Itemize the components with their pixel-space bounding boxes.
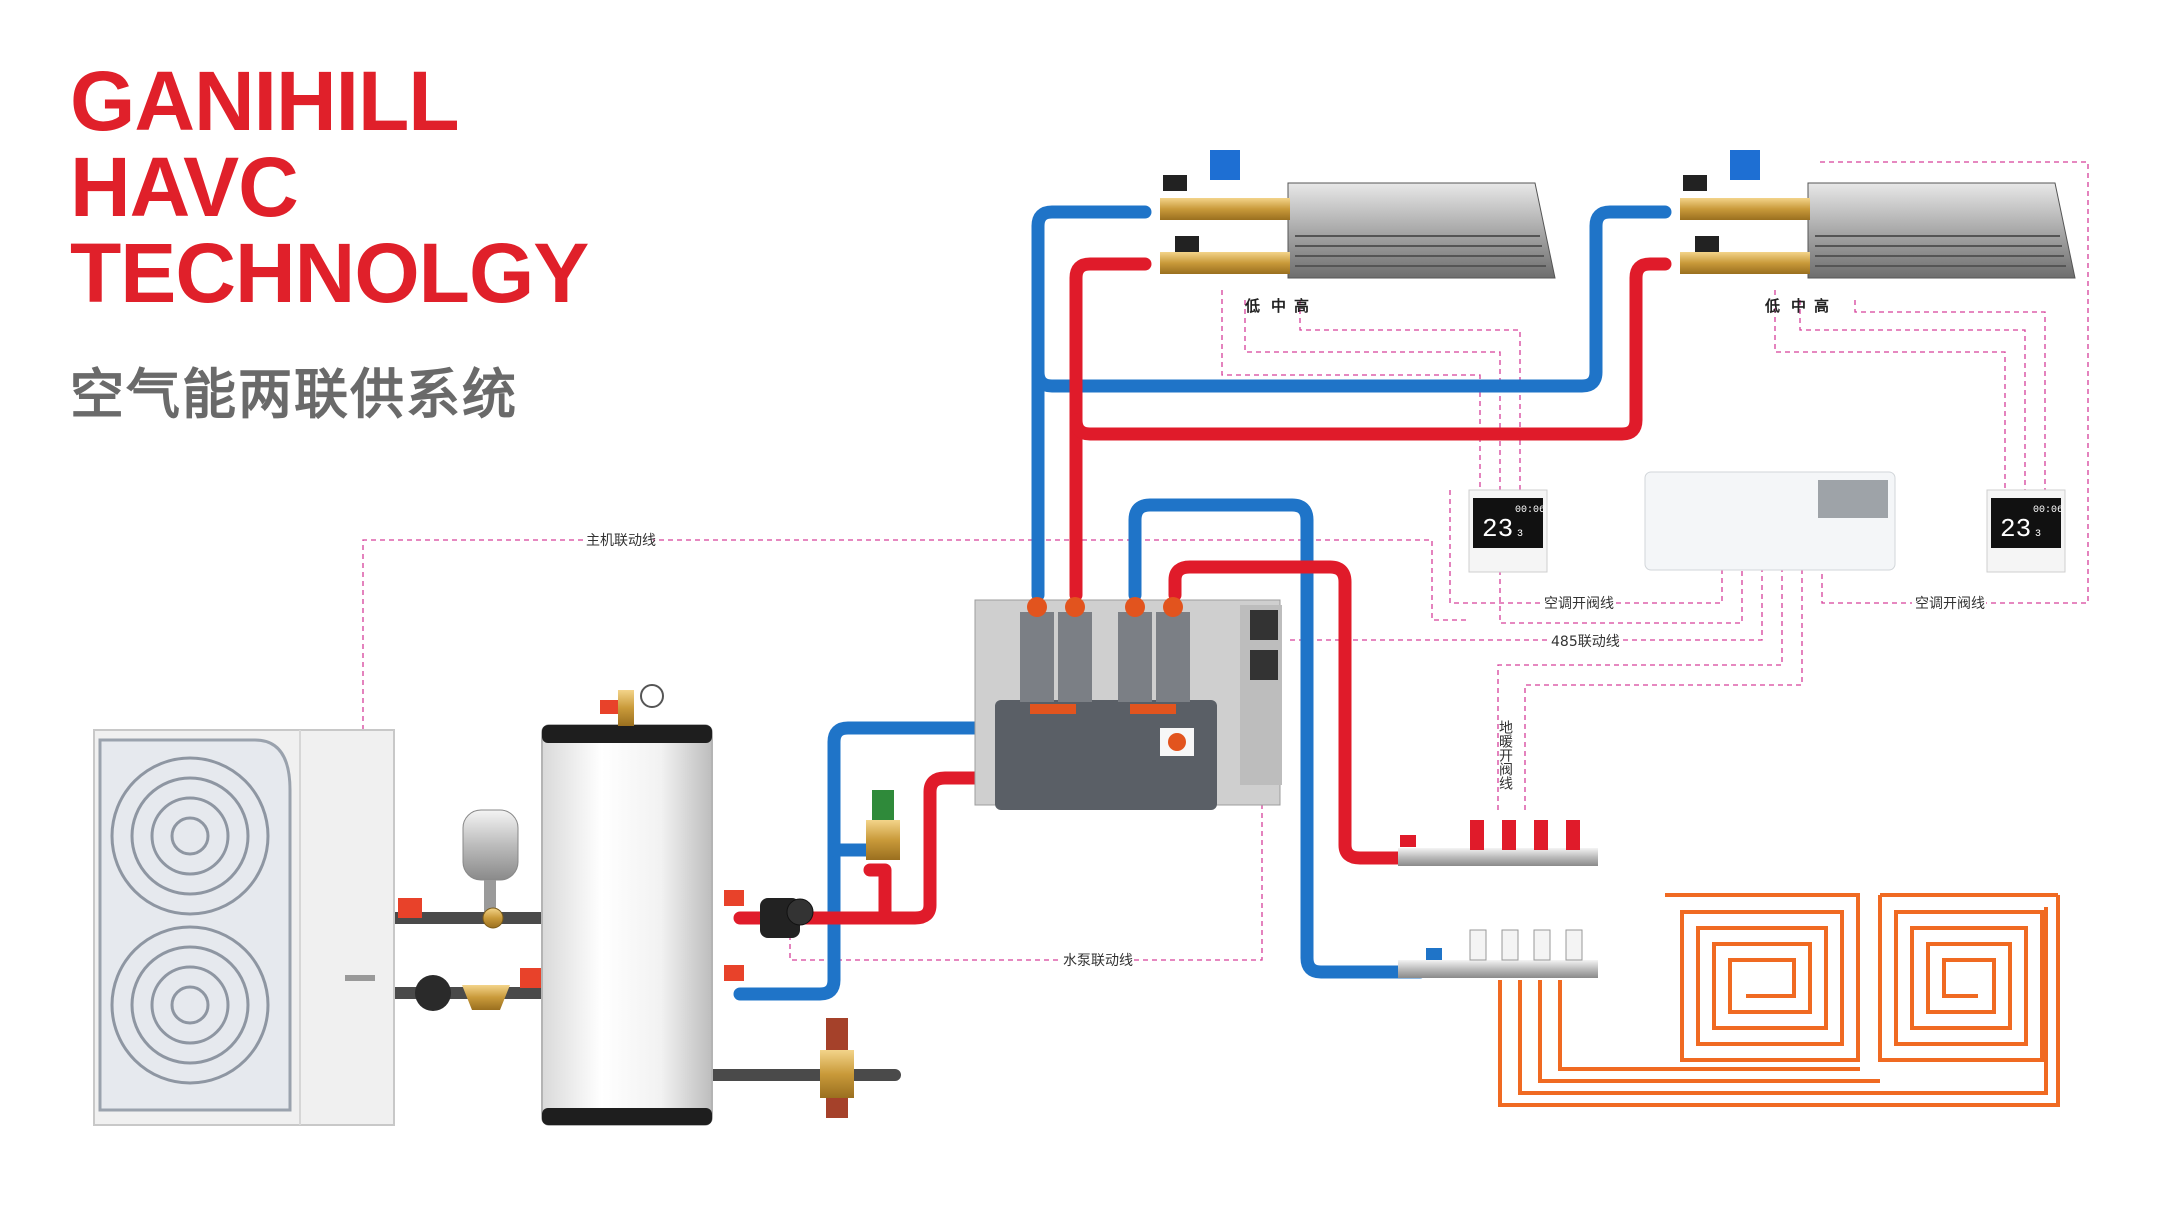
- label-485-link: 485联动线: [1551, 634, 1620, 650]
- fan-grille-top: [110, 756, 270, 916]
- fan-grille-bottom: [110, 925, 270, 1085]
- brand-title: GANIHILL HAVC TECHNOLGY: [70, 54, 589, 320]
- hot-pipe-branch: [863, 863, 892, 925]
- module-pumps: [1020, 597, 1190, 702]
- floor-valve-line: [1497, 570, 1803, 810]
- thermostat-2-temp: 23: [2000, 514, 2031, 544]
- ac-valve-line-left: [1449, 490, 1723, 604]
- thermostat-1-temp: 23: [1482, 514, 1513, 544]
- safety-valve-bottom: [820, 1018, 854, 1118]
- label-floor-valve: 地暖开阀线: [1497, 720, 1513, 790]
- fan-coil-unit-2: 低 中 高: [1680, 150, 2076, 315]
- hot-pipe-tank: [733, 771, 987, 925]
- fc2-speed-mid: 中: [1791, 297, 1806, 315]
- central-controller: [1644, 471, 1896, 571]
- label-ac-valve-left: 空调开阀线: [1544, 596, 1614, 612]
- thermostat-1-decimal: 3: [1517, 529, 1523, 540]
- fc2-speed-low: 低: [1764, 297, 1780, 315]
- valve-handle-1: [398, 898, 422, 918]
- label-host-link: 主机联动线: [586, 533, 656, 549]
- hydraulic-module: [974, 597, 1282, 810]
- thermostat-1-clock: 00:06: [1515, 505, 1545, 516]
- link-485-line: [1290, 570, 1763, 641]
- fc1-speed-low: 低: [1244, 297, 1260, 315]
- heat-pump-unit: [93, 729, 395, 1126]
- cold-pipe-floor: [1128, 498, 1427, 979]
- brand-line-3: TECHNOLGY: [70, 226, 589, 320]
- thermostat-2: 23 3 00:06: [1986, 489, 2066, 573]
- hot-pipe-fc2: [1069, 257, 1672, 441]
- system-subtitle: 空气能两联供系统: [70, 363, 518, 426]
- tank-circulation-pump: [760, 898, 814, 938]
- host-link-line: [362, 539, 1470, 730]
- fc2-speed-high: 高: [1814, 297, 1829, 315]
- cold-pipe-tank: [733, 721, 987, 1001]
- flow-switch: [415, 975, 451, 1011]
- label-ac-valve-right: 空调开阀线: [1915, 596, 1985, 612]
- pump-link-line: [789, 660, 1263, 961]
- fan-coil-unit-1: 低 中 高: [1160, 150, 1556, 315]
- floor-manifold: [1398, 820, 1598, 978]
- valve-handle-2: [520, 968, 544, 988]
- hot-pipe-floor: [1168, 560, 1417, 865]
- auto-air-vent: [866, 790, 900, 860]
- fc1-speed-high: 高: [1294, 297, 1309, 315]
- thermostat-1: 23 3 00:06: [1468, 489, 1548, 573]
- pipe-network: [386, 205, 1672, 1081]
- thermostat-2-clock: 00:06: [2033, 505, 2063, 516]
- cold-pipe-fc2: [1031, 205, 1672, 393]
- hot-pipe-fc1-riser: [1069, 257, 1152, 602]
- brand-line-1: GANIHILL: [70, 54, 460, 148]
- brand-line-2: HAVC: [70, 140, 299, 234]
- cold-pipe-fc1-riser: [1031, 205, 1152, 602]
- floor-heating-loops: [1498, 893, 2060, 1107]
- thermostat-2-decimal: 3: [2035, 529, 2041, 540]
- water-tank: [541, 684, 744, 1126]
- y-strainer: [462, 985, 510, 1010]
- expansion-tank: [462, 809, 519, 929]
- fc1-speed-mid: 中: [1271, 297, 1286, 315]
- label-pump-link: 水泵联动线: [1063, 953, 1133, 969]
